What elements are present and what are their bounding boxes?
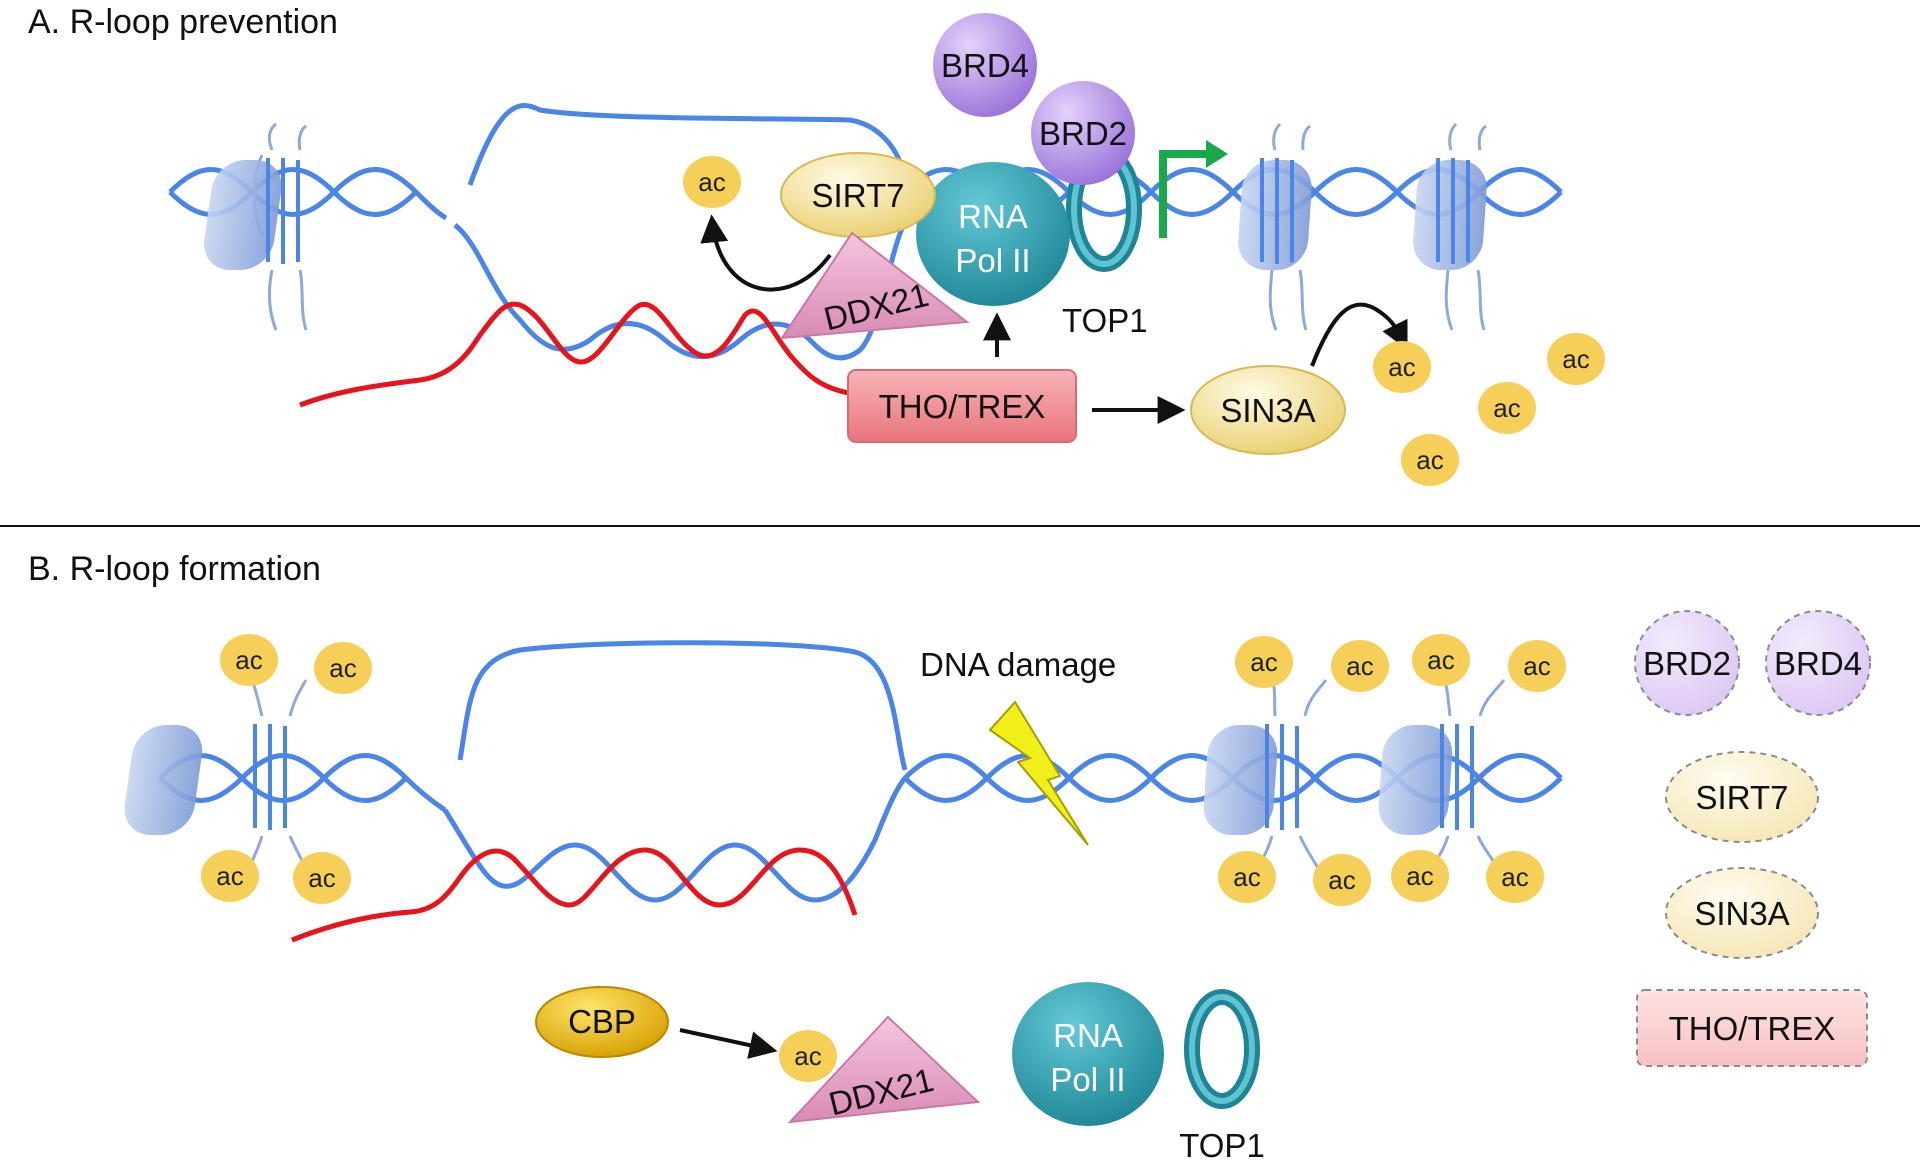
svg-text:ac: ac: [1416, 445, 1443, 475]
ac-group-free: ac ac ac ac: [1373, 333, 1605, 486]
svg-text:ac: ac: [1523, 651, 1550, 681]
svg-text:ac: ac: [1328, 865, 1355, 895]
cbp-ellipse: [535, 986, 669, 1058]
sin3a-label: SIN3A: [1694, 895, 1789, 932]
deacetylation-arrow: [700, 214, 832, 292]
nucleosome: [1203, 677, 1328, 873]
svg-text:ac: ac: [1233, 862, 1260, 892]
top1-label: TOP1: [1179, 1127, 1265, 1164]
sin3a-ellipse: [1190, 365, 1346, 455]
thotrex-box: [847, 369, 1077, 443]
rna-pol-label-line2: Pol II: [1050, 1061, 1125, 1098]
brd4-label: BRD4: [1774, 645, 1862, 682]
sin3a-label: SIN3A: [1220, 392, 1315, 429]
svg-text:ac: ac: [1562, 344, 1589, 374]
nucleosome: [1238, 122, 1312, 331]
cbp-to-ddx21-arrow: [679, 1028, 778, 1059]
svg-text:ac: ac: [1406, 861, 1433, 891]
svg-text:ac: ac: [329, 653, 356, 683]
sirt7-label: SIRT7: [812, 177, 905, 214]
ac-label: ac: [698, 167, 725, 197]
svg-text:ac: ac: [1346, 651, 1373, 681]
transcription-start-arrowhead: [1206, 140, 1228, 168]
svg-text:ac: ac: [235, 645, 262, 675]
top1-ring: [1184, 989, 1260, 1109]
rna-strand-a: [299, 301, 866, 408]
rna-pol-label-line1: RNA: [958, 198, 1028, 235]
brd2-label: BRD2: [1643, 645, 1731, 682]
cbp-label: CBP: [568, 1003, 636, 1040]
brd4-label: BRD4: [941, 47, 1029, 84]
nucleosome: [1378, 677, 1506, 873]
svg-text:ac: ac: [1388, 352, 1415, 382]
brd2-label: BRD2: [1039, 115, 1127, 152]
dissociated-factors: BRD2 BRD4 SIRT7 SIN3A THO/TREX: [1634, 610, 1871, 1067]
rna-pol-ii: [916, 162, 1070, 306]
panel-a-title: A. R-loop prevention: [28, 3, 338, 41]
brd2-circle: [1031, 81, 1135, 185]
nucleosome: [203, 122, 308, 331]
rna-strand-b: [291, 847, 858, 943]
rna-pol-ii: [1012, 982, 1164, 1126]
svg-text:ac: ac: [1427, 645, 1454, 675]
svg-text:ac: ac: [308, 863, 335, 893]
ac-label: ac: [794, 1041, 821, 1071]
sirt7-label: SIRT7: [1696, 779, 1789, 816]
thotrex-label: THO/TREX: [879, 388, 1046, 425]
panel-b-title: B. R-loop formation: [28, 550, 321, 588]
nucleosome: [124, 679, 310, 873]
ac-badge: [779, 1030, 837, 1082]
ac-badge: [683, 156, 741, 208]
dna-damage-label: DNA damage: [920, 646, 1116, 683]
nucleosome: [1413, 122, 1487, 331]
lightning-bolt-icon: [988, 700, 1089, 846]
rna-pol-label-line1: RNA: [1053, 1017, 1123, 1054]
thotrex-label: THO/TREX: [1669, 1010, 1836, 1047]
rna-pol-label-line2: Pol II: [955, 242, 1030, 279]
svg-text:ac: ac: [1493, 393, 1520, 423]
svg-text:ac: ac: [1501, 862, 1528, 892]
brd4-circle: [933, 13, 1037, 117]
ddx21-triangle: [787, 1015, 981, 1124]
svg-text:ac: ac: [1250, 647, 1277, 677]
ddx21-triangle: [780, 231, 970, 340]
sin3a-deacetylation-arrow: [1310, 302, 1408, 367]
transcription-start-arrow: [1159, 150, 1208, 238]
ac-group-nucleosome: ac ac ac ac ac ac ac ac ac ac ac ac: [201, 634, 1566, 906]
top1-label: TOP1: [1062, 302, 1148, 339]
svg-text:ac: ac: [216, 861, 243, 891]
